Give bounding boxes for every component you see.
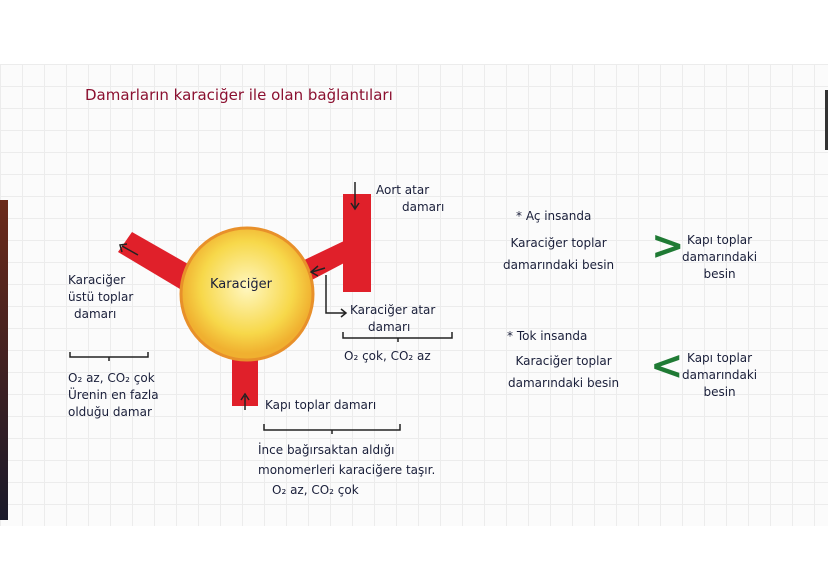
hepatic-vein-vessel [118,232,195,292]
liver-shape [179,226,315,362]
background-edge [825,90,828,150]
hepatic-artery-note: O₂ çok, CO₂ az [344,349,431,363]
comparison-heading-hungry: * Aç insanda [516,209,592,223]
comparison-heading-fed: * Tok insanda [507,329,588,343]
greater-than-sign: > [651,223,685,269]
aorta-vessel [343,194,371,292]
arrows [69,182,453,434]
less-than-sign: < [650,343,684,389]
background-edge [0,200,8,520]
liver-label: Karaciğer [210,277,272,292]
notebook-page [0,64,828,526]
portal-vein-label: Kapı toplar damarı [265,398,377,412]
page-title: Damarların karaciğer ile olan bağlantıla… [85,86,393,104]
